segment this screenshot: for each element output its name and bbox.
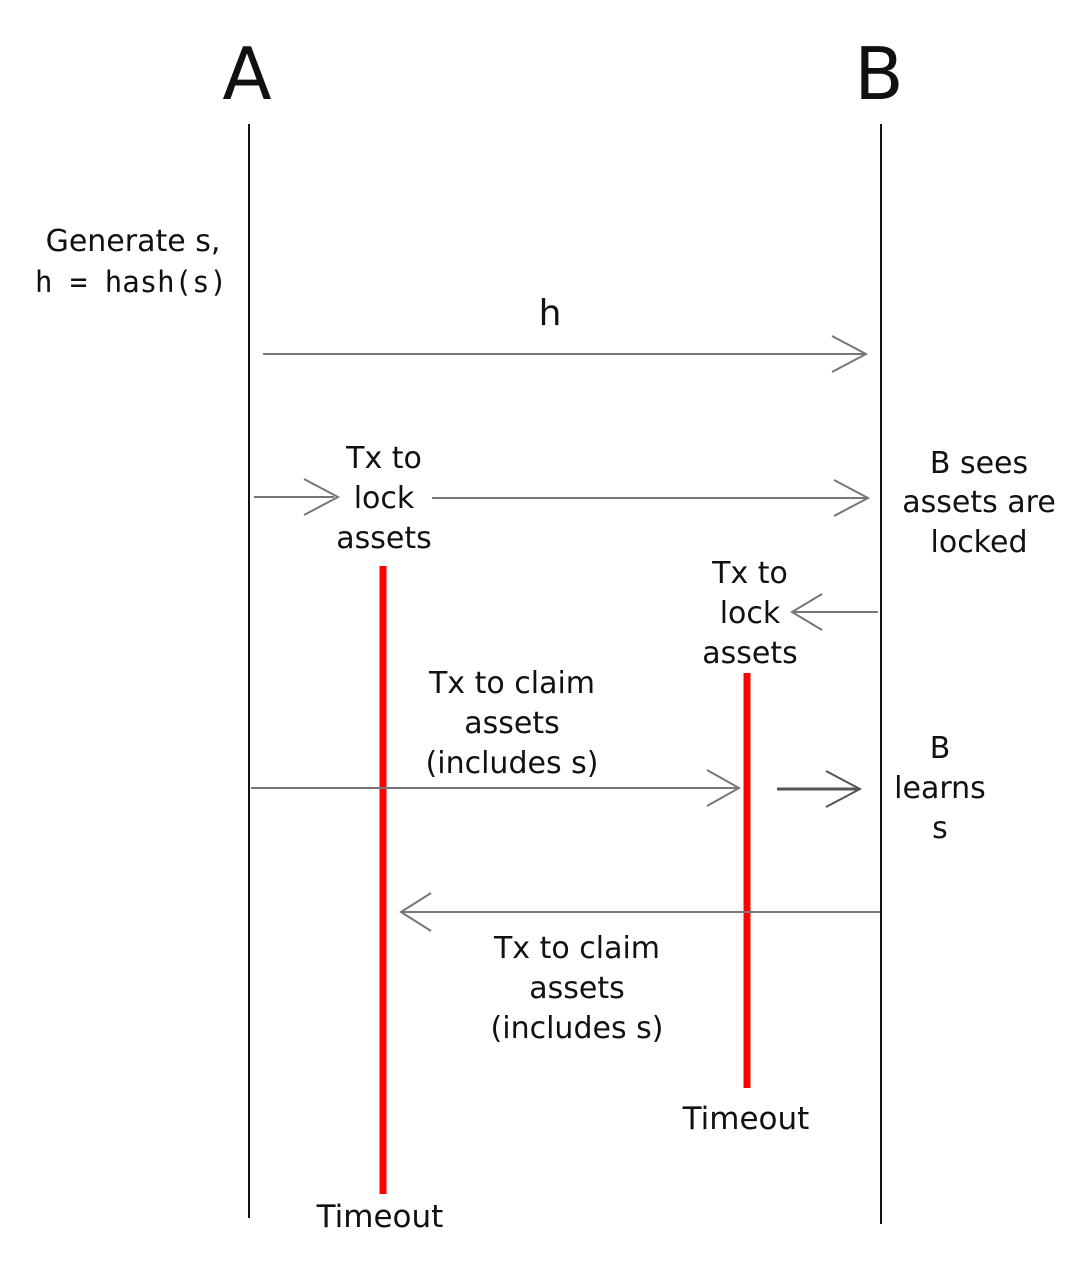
label-a-claim-3: (includes s) [425,746,599,781]
arrow-b-lock [790,593,878,631]
label-b-claim-2: assets [529,971,625,1006]
arrow-b-claim [399,892,880,932]
label-h: h [538,293,562,334]
participant-b: B [854,32,904,116]
label-b-sees-1: B sees [929,446,1029,481]
arrow-h [263,335,869,373]
label-b-lock-1: Tx to [712,556,788,591]
label-timeout-a: Timeout [316,1199,444,1235]
label-b-learns-2: learns [894,771,986,806]
label-b-claim-1: Tx to claim [493,931,661,966]
note-generate-line2: h = hash(s) [34,265,228,299]
label-a-lock-2: lock [353,481,415,516]
arrow-a-lock-to-b [432,479,871,517]
label-b-claim-3: (includes s) [490,1011,664,1046]
label-b-learns-1: B [929,731,951,766]
label-a-lock-3: assets [336,521,432,556]
label-b-learns-3: s [932,811,948,846]
label-b-lock-3: assets [702,636,798,671]
arrow-a-lock-short [254,478,341,516]
label-a-lock-1: Tx to [346,441,422,476]
label-b-lock-2: lock [719,596,781,631]
label-b-sees-3: locked [930,525,1028,560]
arrow-a-claim [251,769,742,807]
label-b-sees-2: assets are [902,485,1056,520]
participant-a: A [222,32,272,116]
label-a-claim-2: assets [464,706,560,741]
arrow-b-learns [777,770,863,808]
note-generate-line1: Generate s, [45,224,221,259]
label-timeout-b: Timeout [682,1101,810,1137]
label-a-claim-1: Tx to claim [428,666,596,701]
